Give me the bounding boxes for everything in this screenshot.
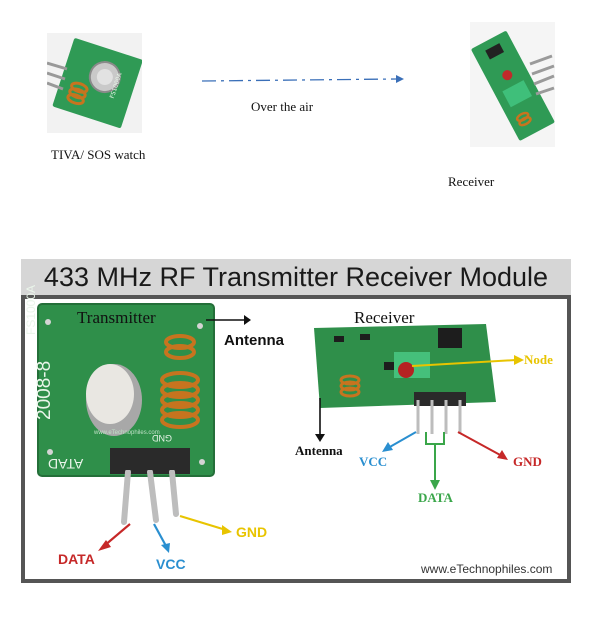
transmitter-pin-arrows — [98, 514, 232, 553]
transmitter-pin-gnd-label: GND — [236, 524, 268, 540]
receiver-pin-gnd-label: GND — [513, 454, 542, 469]
top-receiver-image — [470, 22, 555, 147]
transmitter-board — [37, 303, 215, 477]
receiver-antenna-label: Antenna — [295, 443, 343, 458]
banner: 433 MHz RF Transmitter Receiver Module — [21, 259, 571, 295]
receiver-title: Receiver — [354, 308, 415, 327]
watermark: www.eTechnophiles.com — [421, 562, 553, 576]
transmitter-pin-vcc-label: VCC — [156, 556, 186, 572]
board-text-url: www.eTechnophiles.com — [94, 430, 160, 436]
transmitter-title: Transmitter — [77, 308, 156, 327]
board-text-date: 2008-8 — [34, 360, 55, 420]
board-text-fs1000a: FS1000A — [24, 284, 38, 335]
receiver-pins — [416, 400, 462, 434]
board-text-atad: ATAD — [48, 456, 84, 472]
over-the-air-arrow — [201, 75, 404, 83]
receiver-caption: Receiver — [448, 174, 495, 189]
transmitter-pin-data-label: DATA — [58, 551, 95, 567]
receiver-antenna-arrow — [315, 398, 325, 442]
transmitter-antenna-arrow — [206, 315, 251, 325]
receiver-pin-vcc-label: VCC — [359, 454, 388, 469]
transmitter-caption: TIVA/ SOS watch — [51, 147, 146, 162]
receiver-pin-data-label: DATA — [418, 490, 453, 505]
receiver-board — [314, 324, 496, 408]
receiver-node-arrow — [411, 355, 524, 367]
receiver-pin-arrows — [382, 431, 508, 490]
link-caption: Over the air — [251, 99, 314, 114]
transmitter-pins — [121, 470, 179, 525]
receiver-node-label: Node — [524, 352, 553, 367]
banner-title: 433 MHz RF Transmitter Receiver Module — [43, 262, 549, 292]
top-transmitter-image: FS1000A — [47, 33, 142, 133]
transmitter-antenna-label: Antenna — [224, 332, 284, 349]
